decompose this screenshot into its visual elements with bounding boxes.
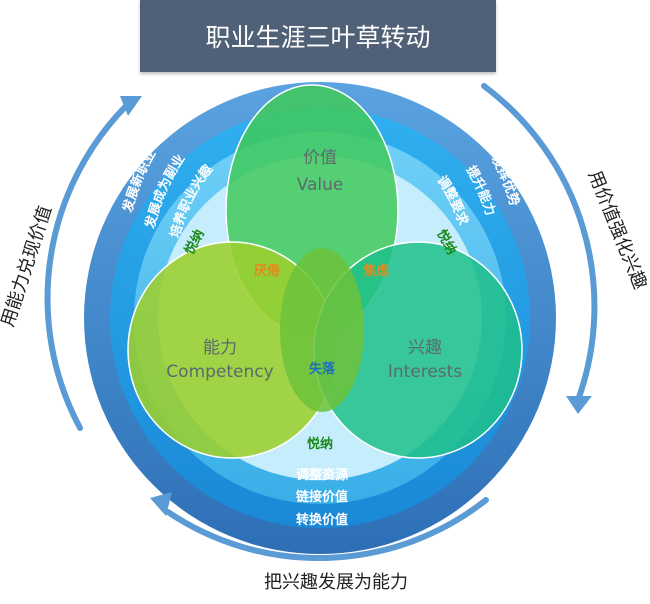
left-cycle-arrow [44, 101, 131, 431]
bottom-ring-label-2: 链接价值 [295, 489, 348, 505]
competency-label-cn: 能力 [203, 338, 237, 358]
center-overlap [280, 248, 364, 412]
value-label-en: Value [297, 175, 344, 195]
bottom-cycle-arrow [165, 497, 489, 561]
right-arrow-head-icon [566, 396, 592, 414]
value-label-cn: 价值 [303, 148, 337, 168]
bottom-cycle-caption: 把兴趣发展为能力 [264, 572, 408, 593]
overlap-value-competency: 厌倦 [254, 263, 280, 279]
overlap-center: 失落 [309, 361, 336, 377]
interests-label-en: Interests [388, 362, 463, 382]
bottom-arrow-head-icon [150, 492, 172, 516]
bottom-ring-label-3: 转换价值 [296, 512, 348, 528]
competency-label-en: Competency [166, 362, 273, 382]
yuena-bottom: 悦纳 [307, 436, 333, 452]
page-title: 职业生涯三叶草转动 [140, 0, 496, 72]
bottom-ring-label-1: 调整资源 [296, 467, 348, 483]
interests-label-cn: 兴趣 [408, 338, 442, 358]
overlap-value-interests: 焦虑 [362, 263, 389, 279]
left-arrow-head-icon [120, 96, 142, 116]
right-cycle-arrow [481, 83, 598, 403]
